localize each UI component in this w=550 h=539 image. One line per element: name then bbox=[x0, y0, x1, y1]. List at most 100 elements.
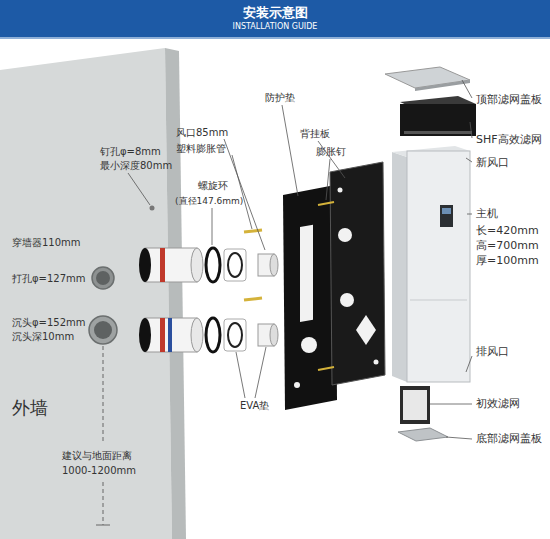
protective-pad bbox=[283, 185, 337, 410]
leader-line bbox=[128, 173, 150, 205]
protective-pad bbox=[300, 225, 313, 322]
wall-sleeve-pipes bbox=[139, 248, 151, 282]
dimension-label: 沉头深10mm bbox=[12, 331, 74, 343]
initial-filter bbox=[400, 386, 430, 424]
top-filter-cover bbox=[415, 80, 470, 91]
leader-line bbox=[466, 158, 472, 162]
backing-plate bbox=[356, 315, 376, 345]
wall-sleeve-pipes bbox=[160, 318, 165, 352]
part-label: 风口85mm bbox=[176, 127, 228, 139]
expansion-nails bbox=[318, 202, 334, 205]
vent-plugs bbox=[270, 254, 278, 276]
backing-plate bbox=[338, 228, 352, 242]
wall-holes bbox=[96, 271, 110, 285]
backing-plate bbox=[330, 162, 385, 385]
header-bar bbox=[0, 0, 550, 39]
eva-pads bbox=[224, 249, 246, 281]
height-dimension bbox=[103, 482, 104, 525]
part-label: 穿墙器110mm bbox=[12, 237, 81, 249]
wall-sleeve-pipes bbox=[145, 318, 197, 352]
outer-wall bbox=[0, 48, 172, 539]
part-label: 防护垫 bbox=[265, 92, 295, 104]
leader-line bbox=[446, 437, 472, 439]
part-label: SHF高效滤网 bbox=[476, 134, 542, 147]
leader-line bbox=[462, 80, 472, 98]
vent-plugs bbox=[270, 324, 278, 346]
leader-line bbox=[282, 105, 298, 196]
header-bar bbox=[0, 0, 550, 37]
part-label: 底部滤网盖板 bbox=[476, 433, 542, 446]
expansion-tubes bbox=[244, 298, 262, 300]
main-unit bbox=[410, 300, 467, 301]
wall-holes bbox=[94, 321, 112, 339]
eva-pads bbox=[228, 253, 242, 277]
expansion-nails bbox=[318, 202, 334, 370]
eva-pads bbox=[224, 249, 246, 351]
dimension-label: 厚=100mm bbox=[476, 255, 539, 268]
leader-line bbox=[255, 347, 266, 398]
part-label: 背挂板 bbox=[300, 128, 330, 140]
dimension-label: (直径147.6mm) bbox=[175, 196, 243, 206]
backing-plate bbox=[338, 188, 343, 193]
initial-filter bbox=[400, 386, 430, 424]
protective-pad bbox=[294, 382, 300, 388]
backing-plate bbox=[340, 293, 354, 307]
part-label: 排风口 bbox=[476, 346, 509, 359]
leader-line bbox=[470, 122, 472, 138]
protective-pad bbox=[283, 185, 337, 410]
wall-sleeve-pipes bbox=[139, 248, 203, 352]
outer-wall bbox=[0, 48, 186, 539]
expansion-tubes bbox=[244, 230, 262, 232]
shf-filter bbox=[400, 104, 476, 136]
dimension-label: 沉头φ=152mm bbox=[12, 317, 86, 329]
wall-sleeve-pipes bbox=[139, 318, 151, 352]
wall-sleeve-pipes bbox=[160, 248, 165, 282]
leader-line bbox=[326, 159, 330, 200]
title: 安装示意图 bbox=[243, 6, 308, 21]
main-unit bbox=[392, 146, 470, 382]
expansion-nails bbox=[318, 367, 334, 370]
part-label: 螺旋环 bbox=[198, 180, 228, 192]
vent-plugs bbox=[258, 254, 278, 346]
leader-line bbox=[466, 356, 472, 372]
leader-line bbox=[430, 404, 472, 405]
dimension-label: 打孔φ=127mm bbox=[12, 273, 86, 285]
height-dimension bbox=[96, 346, 110, 525]
leader-line bbox=[128, 80, 472, 439]
dimension-label: 长=420mm bbox=[476, 225, 539, 238]
part-label: 新风口 bbox=[476, 157, 509, 170]
subtitle: INSTALLATION GUIDE bbox=[233, 22, 318, 31]
main-unit bbox=[440, 205, 453, 227]
main-unit bbox=[407, 151, 470, 382]
wall-holes bbox=[92, 267, 114, 289]
initial-filter bbox=[403, 390, 427, 420]
leader-line bbox=[232, 155, 252, 229]
spiral-rings bbox=[206, 248, 220, 352]
bottom-filter-cover bbox=[398, 428, 448, 441]
spiral-rings bbox=[206, 248, 220, 282]
main-unit bbox=[392, 152, 407, 382]
part-label: 初效滤网 bbox=[476, 398, 520, 411]
height-dimension bbox=[96, 525, 110, 526]
height-dimension bbox=[103, 346, 104, 444]
protective-pad bbox=[301, 337, 317, 353]
eva-pads bbox=[228, 323, 242, 347]
top-filter-cover bbox=[385, 67, 470, 91]
dimension-label: 1000-1200mm bbox=[62, 465, 136, 477]
shf-filter bbox=[400, 96, 476, 136]
wall-sleeve-pipes bbox=[191, 318, 203, 352]
leader-line bbox=[236, 352, 245, 398]
part-label: 顶部滤网盖板 bbox=[476, 94, 542, 107]
leader-line bbox=[467, 214, 472, 215]
spiral-rings bbox=[206, 318, 220, 352]
backing-plate bbox=[330, 162, 385, 385]
part-label: 膨胀钉 bbox=[316, 146, 346, 158]
part-label: EVA垫 bbox=[240, 400, 269, 412]
wall-sleeve-pipes bbox=[145, 248, 197, 282]
part-label: 塑料膨胀管 bbox=[176, 143, 226, 155]
backing-plate bbox=[374, 360, 379, 365]
main-unit bbox=[442, 208, 451, 214]
wall-sleeve-pipes bbox=[168, 318, 172, 352]
